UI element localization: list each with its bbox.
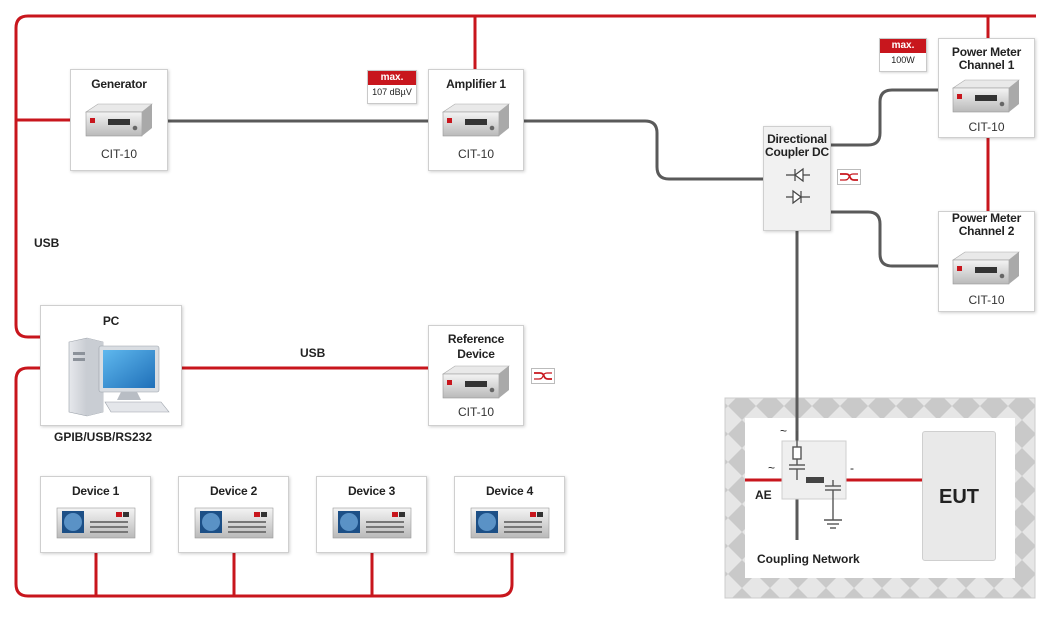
power-meter-2-box[interactable]: Power Meter Channel 2 CIT-10	[938, 211, 1035, 312]
power-meter-max-value: 100W	[891, 55, 915, 65]
device-1-icon	[56, 507, 136, 539]
coupler-title-line2: Coupler DC	[764, 145, 829, 159]
reference-device-icon	[442, 365, 510, 399]
coupler-diode-icon	[786, 167, 810, 205]
rf-coupler-to-power-meter-2	[830, 210, 938, 268]
power-meter-2-title-line2: Channel 2	[958, 224, 1015, 238]
power-meter-2-model: CIT-10	[968, 293, 1005, 307]
usb-bus-top	[14, 14, 1036, 339]
generator-box[interactable]: Generator CIT-10	[70, 69, 168, 171]
eut-label: EUT	[939, 486, 979, 508]
reference-device-box[interactable]: Reference Device CIT-10	[428, 325, 524, 426]
generator-title: Generator	[91, 77, 147, 91]
lowpass-filter-icon	[837, 169, 861, 185]
ae-label: AE	[755, 488, 772, 502]
coupling-minus: -	[850, 461, 854, 475]
usb-lines	[14, 14, 1036, 598]
device-4-box[interactable]: Device 4	[454, 476, 565, 553]
power-meter-1-title-line2: Channel 1	[958, 58, 1015, 72]
amplifier-max-label: max.	[368, 71, 416, 85]
device-4-icon	[470, 507, 550, 539]
usb-label-left: USB	[34, 236, 60, 250]
reference-filter-icon	[531, 368, 555, 384]
coupler-title-line1: Directional	[767, 132, 827, 146]
power-meter-1-model: CIT-10	[968, 120, 1005, 134]
coupling-tilde-left: ~	[768, 461, 776, 475]
usb-devices-bus	[14, 366, 514, 598]
device-3-title: Device 3	[347, 484, 396, 498]
device-1-title: Device 1	[71, 484, 120, 498]
eut-box[interactable]: EUT	[922, 431, 996, 561]
pc-interface-label: GPIB/USB/RS232	[54, 430, 153, 444]
amplifier-title: Amplifier 1	[446, 77, 506, 91]
pc-box[interactable]: PC	[40, 305, 182, 426]
device-2-icon	[194, 507, 274, 539]
power-meter-1-box[interactable]: Power Meter Channel 1 CIT-10	[938, 38, 1035, 138]
device-3-icon	[332, 507, 412, 539]
generator-device-icon	[85, 103, 153, 137]
amplifier-model: CIT-10	[457, 147, 494, 161]
rf-amplifier-to-coupler	[523, 119, 763, 181]
device-4-title: Device 4	[485, 484, 534, 498]
computer-icon	[68, 337, 170, 417]
device-1-box[interactable]: Device 1	[40, 476, 151, 553]
amplifier-max-badge: max. 107 dBµV	[367, 70, 417, 104]
coupling-circuit	[781, 431, 847, 529]
amplifier-box[interactable]: Amplifier 1 CIT-10	[428, 69, 524, 171]
pc-title: PC	[102, 314, 120, 328]
amplifier-device-icon	[442, 103, 510, 137]
rf-coupler-to-power-meter-1	[830, 88, 938, 147]
coupler-box[interactable]: Directional Coupler DC	[763, 126, 831, 231]
coupling-network-label: Coupling Network	[757, 552, 860, 566]
power-meter-1-device-icon	[952, 79, 1020, 113]
power-meter-max-label: max.	[880, 39, 926, 53]
reference-device-title-line1: Reference	[447, 332, 505, 346]
device-2-title: Device 2	[209, 484, 258, 498]
reference-device-title-line2: Device	[457, 347, 495, 361]
power-meter-2-title-line1: Power Meter	[951, 211, 1022, 225]
amplifier-max-value: 107 dBµV	[372, 87, 412, 97]
device-3-box[interactable]: Device 3	[316, 476, 427, 553]
power-meter-1-title-line1: Power Meter	[951, 45, 1022, 59]
device-2-box[interactable]: Device 2	[178, 476, 289, 553]
coupling-tilde-top: ~	[780, 424, 788, 438]
reference-device-model: CIT-10	[457, 405, 494, 419]
generator-model: CIT-10	[100, 147, 137, 161]
power-meter-2-device-icon	[952, 251, 1020, 285]
usb-label-middle: USB	[300, 346, 326, 360]
power-meter-max-badge: max. 100W	[879, 38, 927, 72]
